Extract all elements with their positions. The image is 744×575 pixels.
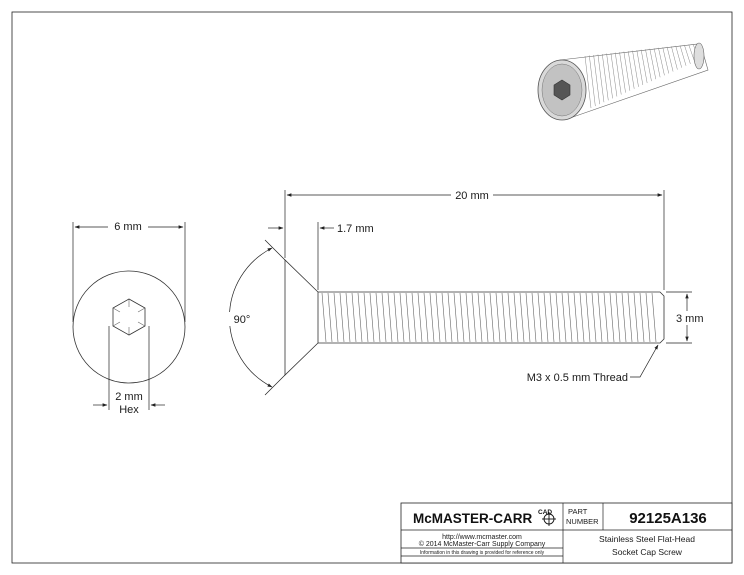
- thread-callout-leader: [630, 344, 659, 378]
- thread-callout: M3 x 0.5 mm Thread: [527, 372, 628, 384]
- disclaimer: Information in this drawing is provided …: [420, 550, 545, 556]
- hex-socket-inner: [112, 299, 146, 335]
- dim-thread-diameter: 3 mm: [676, 313, 704, 325]
- screw-3d-preview-icon: [537, 42, 709, 121]
- screw-shank: [318, 291, 665, 344]
- end-view: 6 mm 2 mm Hex: [72, 219, 186, 416]
- description-line1: Stainless Steel Flat-Head: [599, 534, 695, 544]
- description-line2: Socket Cap Screw: [612, 547, 683, 557]
- dim-overall-length: 20 mm: [455, 190, 489, 202]
- screw-head-profile: [284, 259, 319, 376]
- sheet-border: [11, 11, 733, 564]
- side-view: 20 mm 1.7 mm 90° 3 mm M3 x 0.5 mm Thread: [228, 188, 716, 396]
- dim-head-height: 1.7 mm: [337, 223, 374, 235]
- part-label-line2: NUMBER: [566, 517, 599, 526]
- part-number: 92125A136: [629, 510, 707, 527]
- head-outline: [72, 270, 186, 384]
- brand-logo: McMASTER-CARR: [413, 511, 532, 526]
- dim-head-diameter: 6 mm: [114, 221, 142, 233]
- dim-hex-size: 2 mm: [115, 391, 143, 403]
- part-label-line1: PART: [568, 507, 588, 516]
- copyright: © 2014 McMaster-Carr Supply Company: [419, 540, 546, 548]
- cad-mark: CAD: [538, 509, 552, 516]
- thread-lines: [321, 292, 657, 343]
- dim-hex-label: Hex: [119, 404, 139, 416]
- title-block: McMASTER-CARR CAD http://www.mcmaster.co…: [400, 502, 733, 564]
- website: http://www.mcmaster.com: [442, 534, 522, 541]
- crosshair-icon: [542, 512, 556, 526]
- dim-countersink-angle: 90°: [234, 314, 251, 326]
